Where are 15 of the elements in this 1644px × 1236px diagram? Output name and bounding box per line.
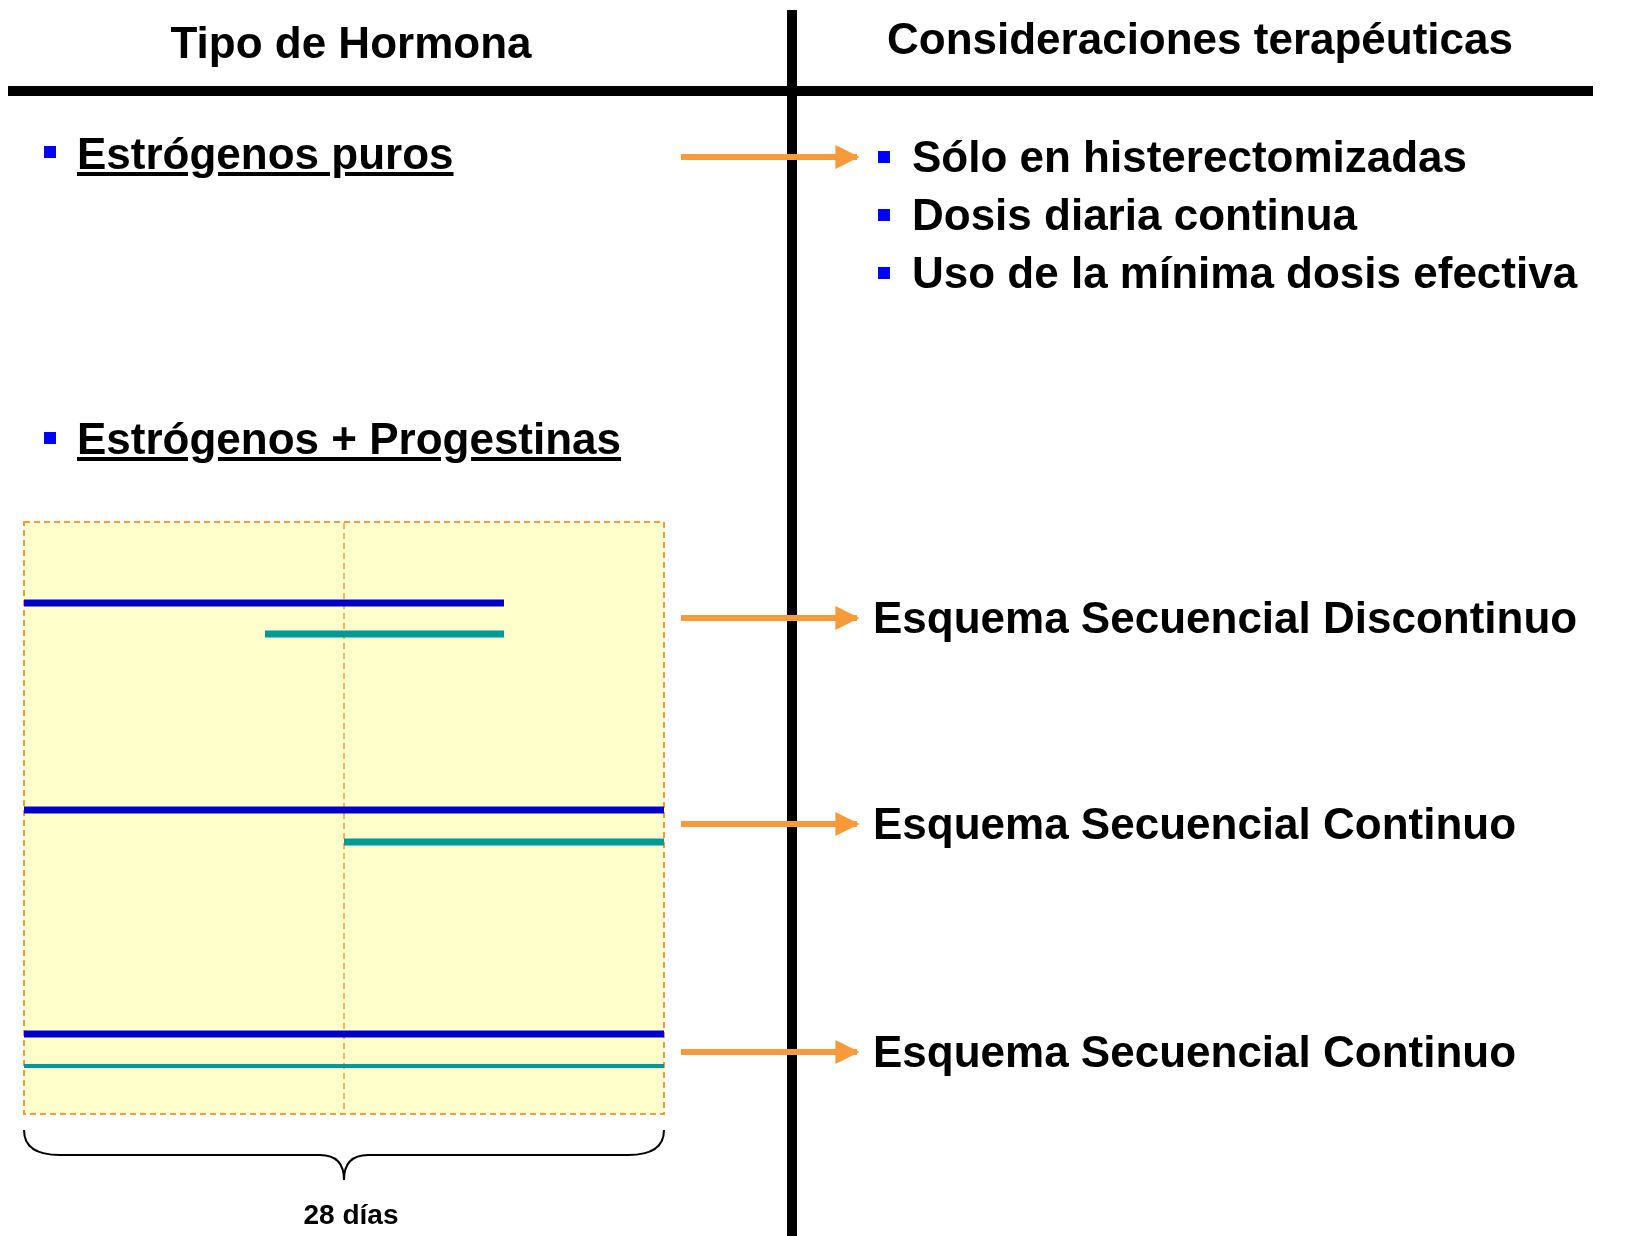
scheme-label: Esquema Secuencial Discontinuo — [858, 592, 1578, 644]
group-heading: Estrógenos + Progestinas — [77, 413, 622, 465]
arrow — [681, 606, 860, 630]
column-header: Tipo de Hormona — [170, 17, 532, 69]
arrow — [681, 812, 860, 836]
arrow — [681, 145, 860, 169]
list-item: Sólo en histerectomizadas — [912, 131, 1469, 183]
column-header: Consideraciones terapéuticas — [887, 13, 1513, 65]
scheme-label: Esquema Secuencial Continuo — [858, 1026, 1517, 1078]
list-item: Uso de la mínima dosis efectiva — [912, 247, 1578, 299]
list-item: Dosis diaria continua — [912, 189, 1359, 241]
duration-label: 28 días — [303, 1198, 399, 1232]
scheme-label: Esquema Secuencial Continuo — [858, 798, 1517, 850]
group-heading: Estrógenos puros — [77, 128, 454, 180]
arrow — [681, 1040, 860, 1064]
